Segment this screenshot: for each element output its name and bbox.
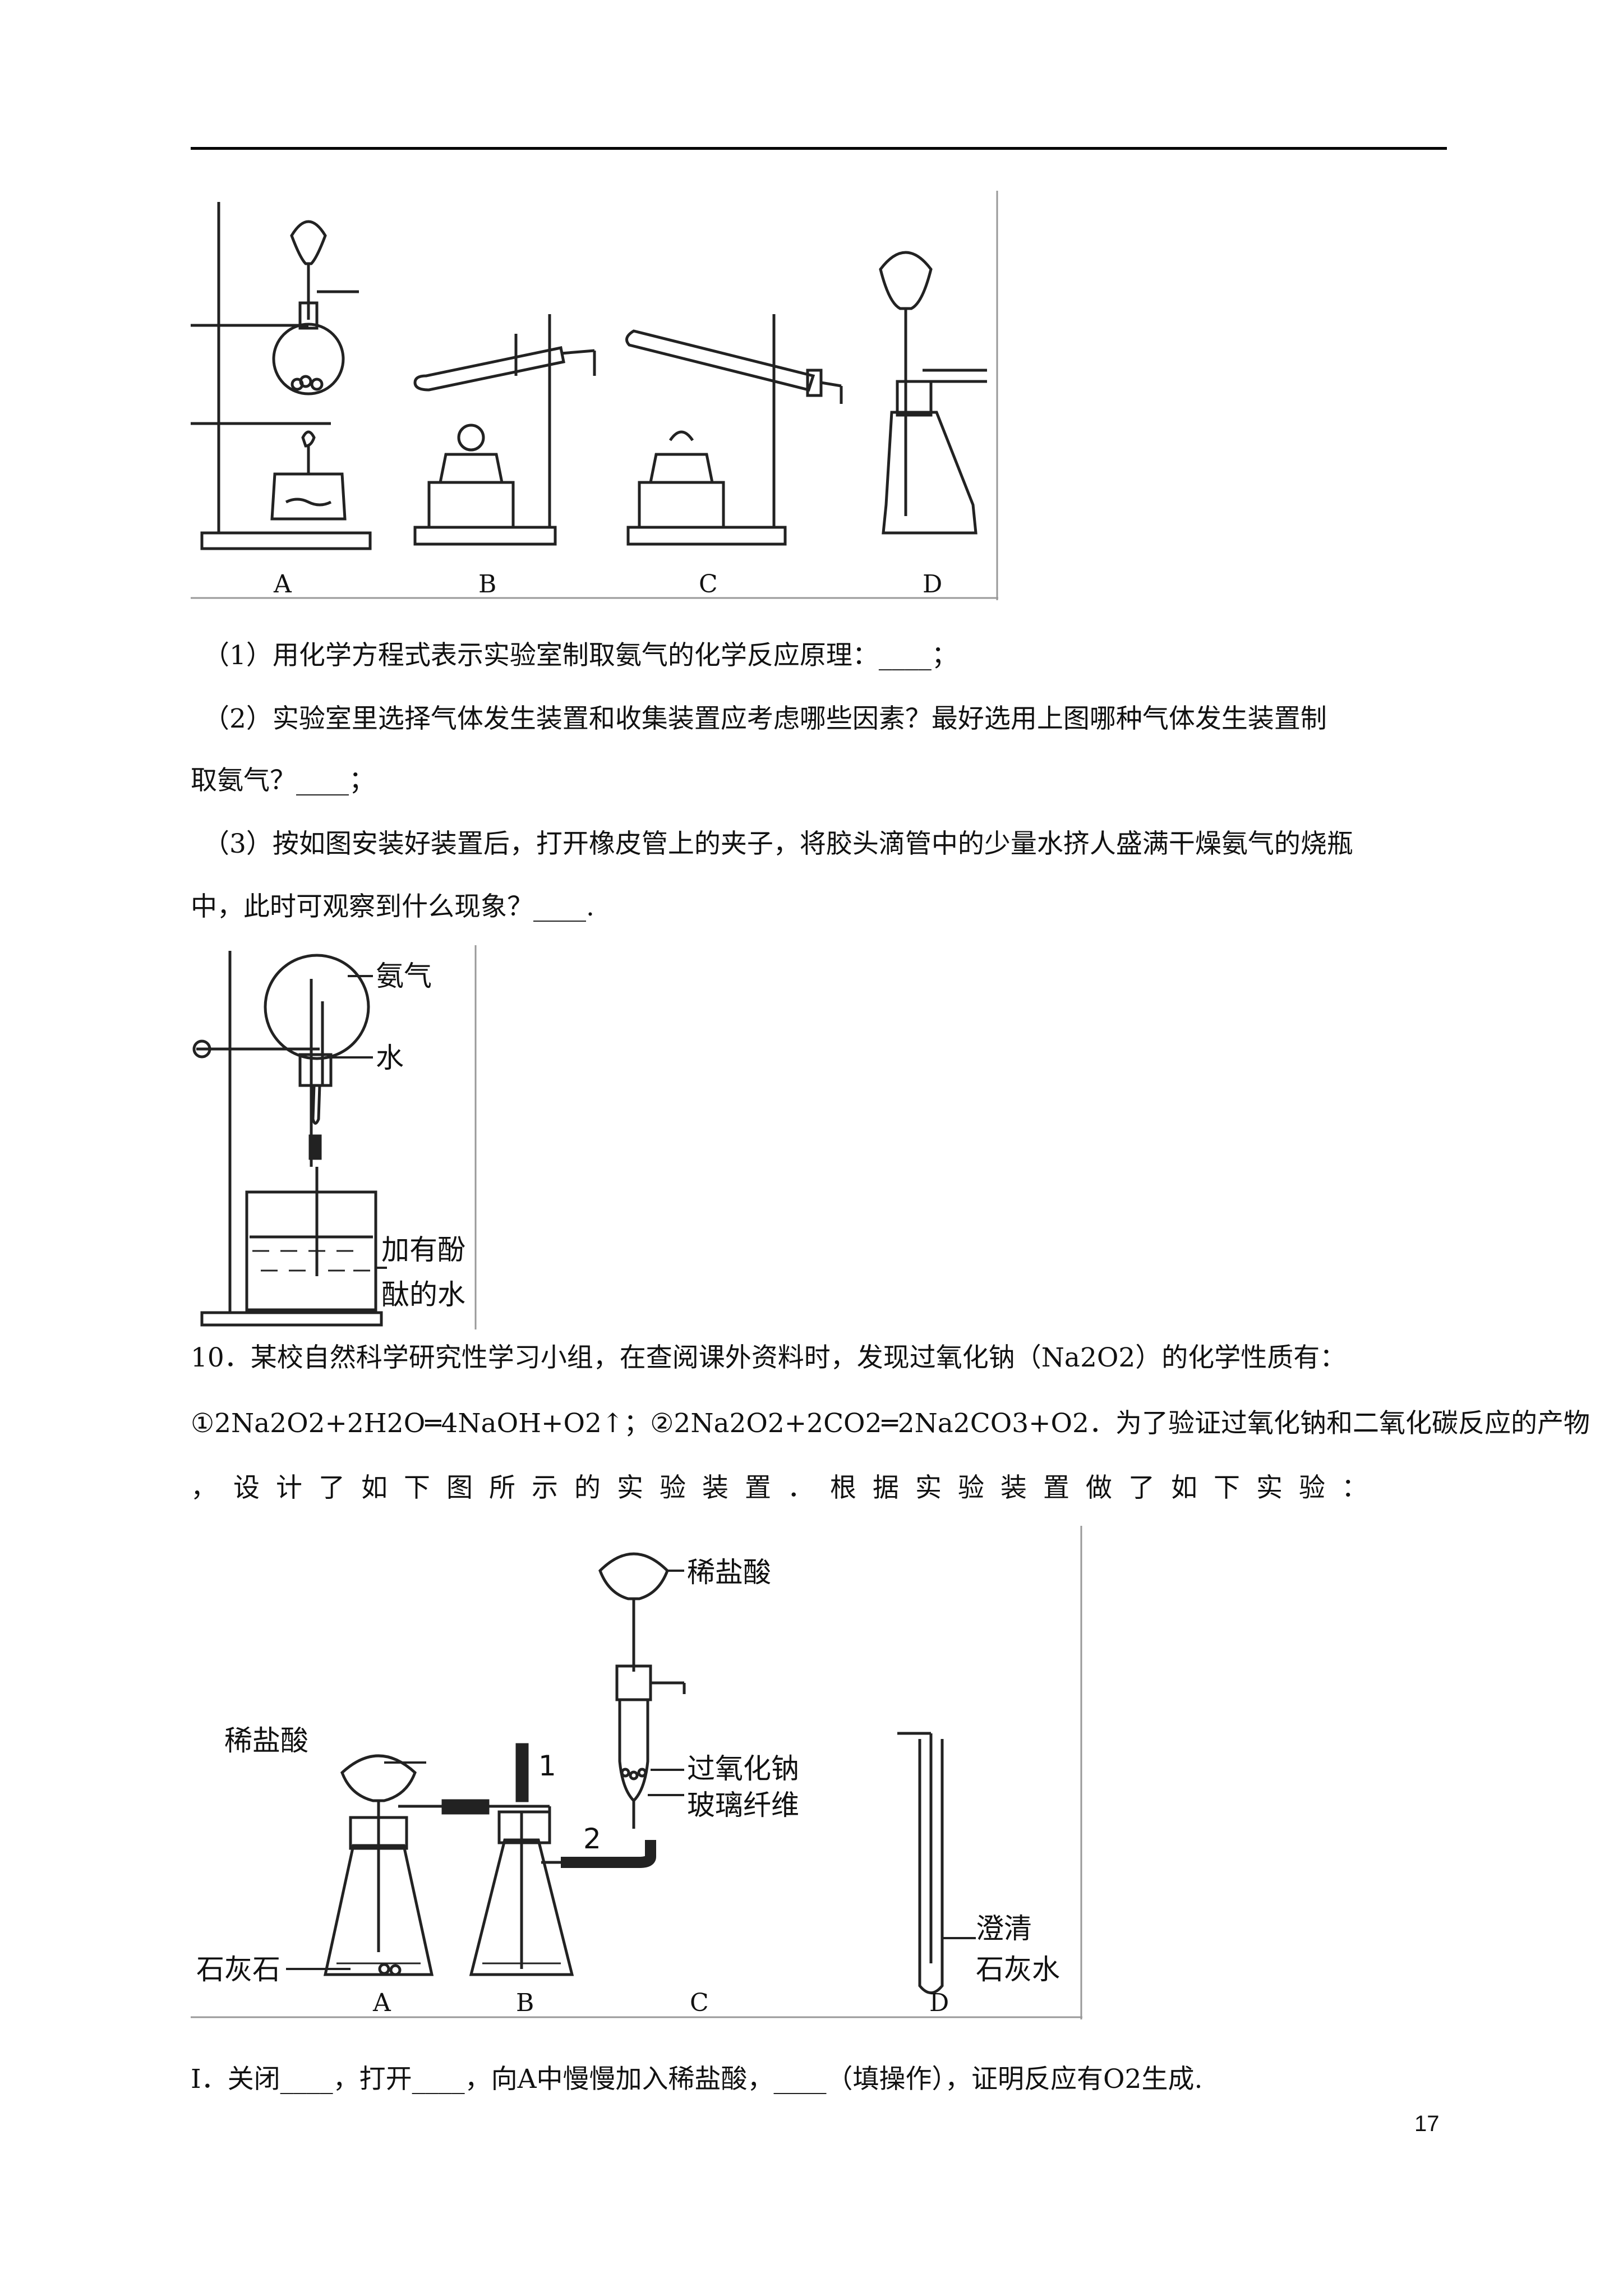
tube-c xyxy=(598,1552,686,1829)
fig3-label-a: A xyxy=(372,1989,391,2017)
q10-line-1: 10．某校自然科学研究性学习小组，在查阅课外资料时，发现过氧化钠（Na2O2）的… xyxy=(191,1342,1347,1373)
q10-line-3: ，设计了如下图所示的实验装置．根据实验装置做了如下实验： xyxy=(191,1473,1384,1503)
fig3-label-limestone: 石灰石 xyxy=(196,1953,280,1986)
fig3-label-valve-2: 2 xyxy=(583,1823,601,1855)
page-number: 17 xyxy=(1414,2111,1440,2136)
fig3-label-c: C xyxy=(690,1989,709,2017)
fig3-label-limewater-1: 澄清 xyxy=(976,1912,1032,1945)
flask-a xyxy=(286,1754,443,1976)
fig2-label-phenol-1: 加有酚 xyxy=(381,1234,465,1266)
fig2-label-phenol-2: 酞的水 xyxy=(381,1278,465,1311)
figure-fountain: 氨气 水 加有酚 酞的水 xyxy=(191,945,477,1329)
q10-line-2: ①2Na2O2+2H2O═4NaOH+O2↑；②2Na2O2+2CO2═2Na2… xyxy=(191,1408,1590,1439)
flask-b xyxy=(469,1743,574,1976)
fountain-drawing: 氨气 水 加有酚 酞的水 xyxy=(192,945,477,1329)
fig3-label-limewater-2: 石灰水 xyxy=(976,1953,1060,1986)
test-tube-d xyxy=(897,1732,976,1994)
step-1-line: Ⅰ．关闭____，打开____，向A中慢慢加入稀盐酸，____（填操作），证明反… xyxy=(191,2064,1203,2095)
fig2-label-water: 水 xyxy=(376,1042,404,1074)
apparatus-abcd-drawing: A B C D xyxy=(191,191,998,600)
fig3-label-fiber: 玻璃纤维 xyxy=(687,1789,799,1821)
figure-apparatus-abcd: A B C D xyxy=(191,191,998,600)
fig3-label-acid-a: 稀盐酸 xyxy=(224,1724,308,1757)
fig3-label-peroxide: 过氧化钠 xyxy=(687,1752,799,1785)
fig1-label-d: D xyxy=(923,570,942,599)
q9-line-1: （1）用化学方程式表示实验室制取氨气的化学反应原理：____； xyxy=(203,640,958,671)
fig1-label-c: C xyxy=(699,570,718,599)
q9-line-3: 取氨气？____； xyxy=(191,765,375,796)
q9-line-5: 中，此时可观察到什么现象？____. xyxy=(191,891,594,922)
apparatus-d xyxy=(879,251,987,535)
apparatus-b xyxy=(413,314,596,546)
header-rule xyxy=(191,147,1447,150)
fig3-label-b: B xyxy=(516,1989,534,2017)
apparatus-a xyxy=(191,202,372,550)
fig3-label-valve-1: 1 xyxy=(538,1750,556,1782)
q9-line-2: （2）实验室里选择气体发生装置和收集装置应考虑哪些因素？最好选用上图哪种气体发生… xyxy=(203,703,1327,734)
q9-line-4: （3）按如图安装好装置后，打开橡皮管上的夹子，将胶头滴管中的少量水挤人盛满干燥氨… xyxy=(203,829,1353,859)
figure-peroxide-apparatus: 稀盐酸 稀盐酸 1 2 过氧化钠 玻璃纤维 澄清 石灰水 石灰石 A B C D xyxy=(191,1526,1082,2019)
fig1-label-b: B xyxy=(478,570,496,599)
fig2-label-ammonia: 氨气 xyxy=(376,960,432,992)
fig3-label-d: D xyxy=(929,1989,949,2017)
fig1-label-a: A xyxy=(273,570,292,599)
fig3-label-acid-c: 稀盐酸 xyxy=(687,1556,771,1589)
apparatus-c xyxy=(625,314,843,546)
peroxide-apparatus-drawing: 稀盐酸 稀盐酸 1 2 过氧化钠 玻璃纤维 澄清 石灰水 石灰石 A B C D xyxy=(191,1526,1082,2019)
